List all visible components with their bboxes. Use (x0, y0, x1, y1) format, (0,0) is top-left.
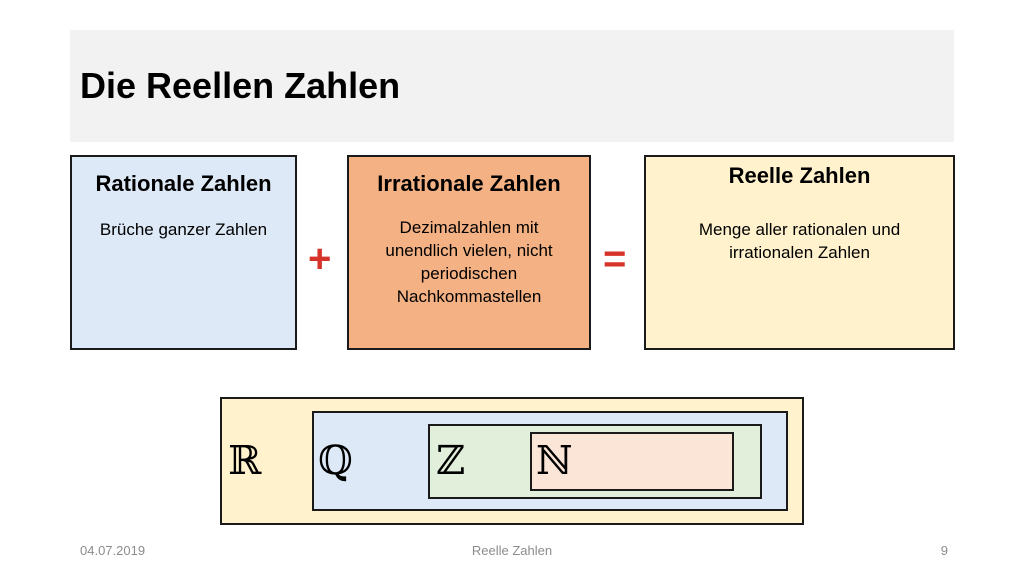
real-set-symbol: ℝ (228, 438, 262, 484)
integer-set-symbol: ℤ (436, 438, 466, 484)
rational-numbers-text: Brüche ganzer Zahlen (99, 220, 268, 240)
rational-numbers-title: Rationale Zahlen (95, 171, 272, 196)
real-numbers-title: Reelle Zahlen (728, 163, 871, 188)
plus-sign: + (308, 237, 332, 281)
equals-sign: = (603, 237, 627, 281)
irrational-numbers-title: Irrationale Zahlen (377, 171, 561, 196)
footer-title: Reelle Zahlen (471, 543, 553, 558)
irrational-numbers-text: Dezimalzahlen mit unendlich vielen, nich… (385, 218, 553, 307)
footer-date: 04.07.2019 (80, 543, 146, 558)
irrational-numbers-card: Irrationale Zahlen Dezimalzahlen mit une… (347, 155, 591, 350)
natural-set-symbol: ℕ (536, 438, 573, 484)
slide-title: Die Reellen Zahlen (80, 65, 401, 106)
rational-numbers-card: Rationale Zahlen Brüche ganzer Zahlen (70, 155, 297, 350)
page-number: 9 (940, 543, 948, 558)
title-bar: Die Reellen Zahlen (70, 30, 954, 142)
real-numbers-card: Reelle Zahlen Menge aller rationalen und… (644, 155, 955, 350)
real-numbers-text: Menge aller rationalen und irrationalen … (698, 220, 901, 263)
natural-set-box (530, 432, 734, 491)
rational-set-symbol: ℚ (318, 438, 353, 484)
